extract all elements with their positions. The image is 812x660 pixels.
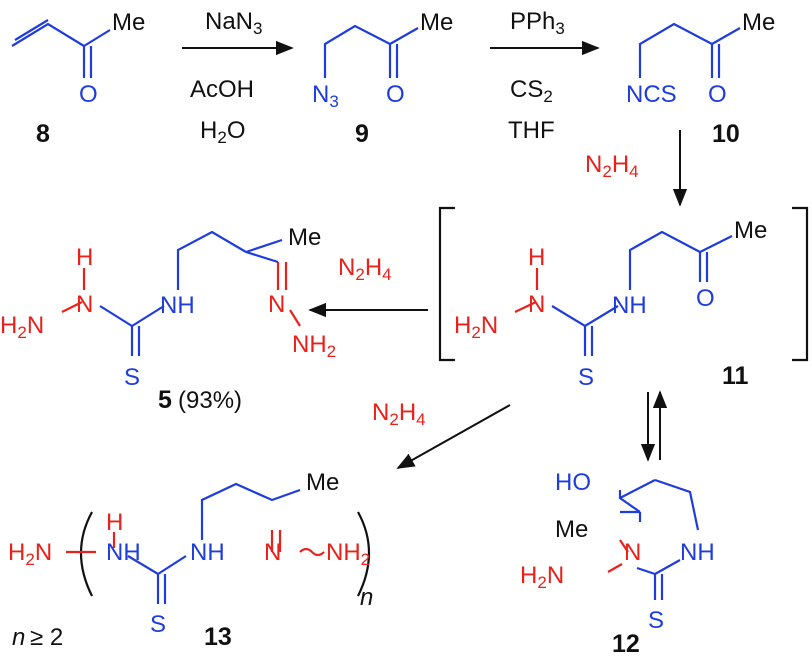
methyl-label: Me (288, 224, 321, 251)
hydroxyl-label: HO (555, 469, 591, 496)
hydrazine-n-label: N (528, 291, 545, 318)
n-condition: ≥ 2 (30, 624, 63, 651)
hydrazone-n-label: N (268, 291, 285, 318)
reagent-thf: THF (508, 117, 555, 144)
paren-right (357, 511, 371, 597)
compound-number-9: 9 (355, 120, 369, 148)
methyl-label: Me (734, 217, 767, 244)
hydrazine-h-label: H (106, 509, 123, 536)
azide-label: N3 (312, 81, 339, 111)
sulfur-label: S (150, 611, 166, 638)
terminal-nh2-label: NH2 (326, 539, 370, 569)
repeat-n-label: n (360, 584, 373, 611)
amino-label: H2N (454, 312, 498, 342)
compound-number-10: 10 (712, 120, 740, 148)
compound-number-5: 5 (158, 386, 172, 414)
sulfur-label: S (648, 607, 664, 634)
reagent-sodium-azide: NaN3 (205, 8, 262, 38)
reagent-acetic-acid: AcOH (190, 76, 254, 103)
reagent-water: H2O (200, 117, 245, 147)
nh-label: NH (612, 292, 647, 319)
oxygen-label: O (696, 285, 715, 312)
compound-5-structure: H N H2N NH S Me N NH2 (0, 224, 336, 391)
isothiocyanate-label: NCS (626, 81, 677, 108)
compound-8-structure: Me O (11, 9, 145, 108)
methyl-label: Me (555, 516, 588, 543)
sulfur-label: S (124, 364, 140, 391)
reagent-hydrazine: N2H4 (585, 151, 639, 181)
compound-9-structure: N3 Me O (312, 9, 453, 111)
amino-label: H2N (8, 539, 52, 569)
bracket-right (792, 206, 809, 362)
bracket-left (438, 206, 455, 362)
methyl-label: Me (742, 9, 775, 36)
compound-13-structure: H2N H NH NH S Me N NH2 n (8, 469, 373, 638)
n-variable: n (12, 624, 25, 651)
hydrazine-n-label: NH (106, 539, 141, 566)
amino-label: H2N (0, 312, 44, 342)
compound-12-structure: HO Me N H2N NH S (520, 469, 715, 634)
hydrazone-nh2-label: NH2 (292, 331, 336, 361)
compound-11-structure: H N H2N NH S O Me (454, 217, 767, 391)
ring-n-label: N (624, 539, 641, 566)
reaction-arrow-11-to-13 (396, 404, 511, 469)
oxygen-label: O (79, 81, 98, 108)
oxygen-label: O (386, 81, 405, 108)
sulfur-label: S (578, 364, 594, 391)
hydrazine-h-label: H (76, 244, 93, 271)
yield-label: (93%) (178, 387, 242, 414)
oxygen-label: O (708, 81, 727, 108)
reagent-hydrazine: N2H4 (338, 254, 392, 284)
reagent-carbon-disulfide: CS2 (510, 76, 553, 106)
compound-10-structure: NCS Me O (626, 9, 775, 108)
imine-n-label: N (264, 539, 281, 566)
methyl-label: Me (112, 9, 145, 36)
methyl-label: Me (306, 469, 339, 496)
compound-number-11: 11 (722, 362, 749, 390)
nh-label: NH (190, 539, 225, 566)
compound-number-8: 8 (36, 120, 50, 148)
amino-label: H2N (520, 562, 564, 592)
methyl-label: Me (420, 9, 453, 36)
reagent-hydrazine: N2H4 (372, 399, 426, 429)
nh-label: NH (160, 292, 195, 319)
reagent-triphenylphosphine: PPh3 (510, 8, 565, 38)
paren-left (79, 511, 93, 597)
nh-label: NH (680, 539, 715, 566)
hydrazine-h-label: H (528, 244, 545, 271)
compound-number-12: 12 (612, 630, 640, 658)
hydrazine-n-label: N (76, 291, 93, 318)
compound-number-13: 13 (204, 623, 232, 651)
